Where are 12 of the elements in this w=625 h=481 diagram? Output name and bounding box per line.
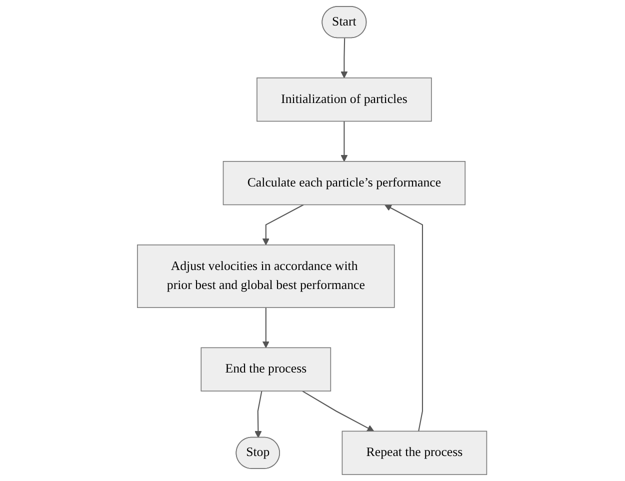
- arrow: [262, 204, 304, 246]
- arrow: [384, 204, 424, 432]
- arrow: [262, 308, 270, 348]
- arrow: [255, 390, 263, 438]
- node-box: Adjust velocities in accordance with prior best and global best performance: [137, 244, 396, 308]
- arrow: [302, 390, 375, 432]
- node-box: Repeat the process: [342, 430, 488, 475]
- node-box: End the process: [201, 347, 332, 392]
- arrow: [341, 38, 348, 78]
- node-box: Initialization of particles: [256, 77, 432, 122]
- node-box: Calculate each particle’s performance: [223, 161, 466, 206]
- arrow: [341, 121, 348, 162]
